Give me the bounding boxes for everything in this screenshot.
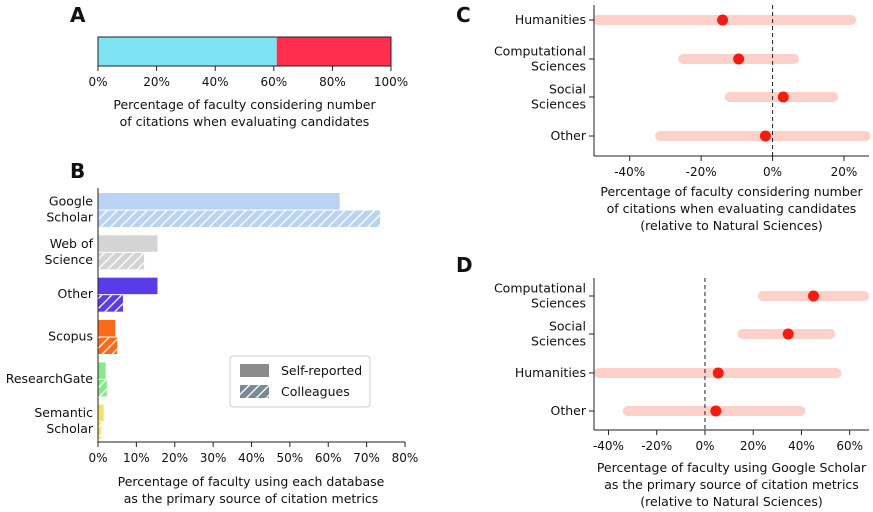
x-tick-label: 60% [836, 439, 863, 453]
category-label: Other [58, 286, 94, 301]
legend-swatch-colleagues-hatch [240, 385, 269, 398]
point-estimate [717, 14, 729, 26]
point-estimate [777, 91, 789, 103]
category-label: Computational [494, 44, 586, 59]
category-label: Computational [494, 281, 586, 296]
x-tick-label: 80% [392, 451, 419, 465]
bar-self-reported [98, 320, 116, 337]
bar-segment [276, 37, 391, 66]
category-label: Sciences [531, 334, 586, 349]
x-tick-label: 20% [143, 75, 170, 89]
category-label: Humanities [515, 12, 586, 27]
x-tick-label: 50% [277, 451, 304, 465]
x-tick-label: -40% [593, 439, 624, 453]
x-axis-label: (relative to Natural Sciences) [640, 494, 822, 509]
category-label: Scholar [46, 421, 94, 436]
x-axis-label: Percentage of faculty using each databas… [118, 474, 385, 489]
x-tick-label: 0% [763, 165, 782, 179]
x-tick-label: 0% [88, 75, 107, 89]
category-label: Sciences [531, 296, 586, 311]
bar-colleagues-hatch [98, 210, 381, 227]
x-tick-label: 60% [260, 75, 287, 89]
x-tick-label: -20% [686, 165, 717, 179]
bar-self-reported [98, 193, 340, 210]
panel-c-chart: HumanitiesComputationalSciencesSocialSci… [494, 5, 871, 233]
category-label: Web of [50, 236, 94, 251]
category-label: Humanities [515, 365, 586, 380]
legend-label-colleagues: Colleagues [281, 384, 350, 399]
x-tick-label: -20% [641, 439, 672, 453]
point-estimate [808, 290, 820, 302]
bar-colleagues-hatch [98, 252, 145, 270]
bar-self-reported [98, 235, 158, 252]
point-estimate [710, 405, 722, 417]
point-estimate [733, 53, 745, 65]
bar-segment [98, 37, 277, 66]
x-tick-label: 0% [695, 439, 714, 453]
category-label: Scopus [48, 329, 93, 344]
x-tick-label: 20% [161, 451, 188, 465]
x-tick-label: 40% [788, 439, 815, 453]
x-tick-label: 80% [319, 75, 346, 89]
x-axis-label: Percentage of faculty considering number [600, 184, 863, 199]
point-estimate [712, 367, 724, 379]
bar-self-reported [98, 404, 104, 422]
panel-letter-c: C [456, 3, 471, 27]
category-label: Other [551, 403, 587, 418]
x-tick-label: -40% [614, 165, 645, 179]
panel-d-chart: ComputationalSciencesSocialSciencesHuman… [494, 278, 870, 509]
bar-colleagues-hatch [98, 422, 102, 439]
x-axis-label: (relative to Natural Sciences) [640, 218, 822, 233]
x-tick-label: 20% [740, 439, 767, 453]
x-tick-label: 30% [200, 451, 227, 465]
x-tick-label: 10% [123, 451, 150, 465]
category-label: Science [45, 252, 94, 267]
point-estimate [759, 130, 771, 142]
x-axis-label: Percentage of faculty using Google Schol… [597, 460, 867, 475]
panel-a-chart: 0% 20% 40% 60% 80% 100% Percentage of faculty … [88, 36, 408, 129]
category-label: Scholar [46, 210, 94, 225]
category-label: Sciences [531, 59, 586, 74]
category-label: ResearchGate [6, 371, 94, 386]
panel-letter-a: A [70, 3, 86, 27]
x-axis-label: Percentage of faculty considering number [113, 97, 376, 112]
point-estimate [782, 328, 794, 340]
legend: Self-reported Colleagues [229, 355, 371, 408]
category-label: Sciences [531, 97, 586, 112]
legend-label-self: Self-reported [281, 363, 362, 378]
bar-colleagues-hatch [98, 295, 123, 312]
x-axis-label: of citations when evaluating candidates [120, 114, 370, 129]
bar-colleagues-hatch [98, 379, 107, 397]
category-label: Social [549, 82, 586, 97]
legend-swatch-self [240, 364, 269, 377]
x-axis-label: as the primary source of citation metric… [124, 491, 379, 506]
x-tick-label: 70% [353, 451, 380, 465]
bar-self-reported [98, 362, 106, 379]
x-tick-label: 100% [374, 75, 408, 89]
bar-colleagues-hatch [98, 337, 118, 354]
category-label: Google [49, 194, 93, 209]
category-label: Semantic [34, 405, 93, 420]
panel-letter-d: D [456, 253, 473, 277]
x-tick-label: 40% [202, 75, 229, 89]
category-label: Social [549, 319, 586, 334]
x-tick-label: 20% [831, 165, 858, 179]
x-tick-label: 60% [315, 451, 342, 465]
bar-self-reported [98, 277, 158, 295]
category-label: Other [551, 128, 587, 143]
x-axis-label: as the primary source of citation metric… [604, 477, 859, 492]
x-tick-label: 0% [88, 451, 107, 465]
panel-letter-b: B [70, 159, 85, 183]
x-tick-label: 40% [238, 451, 265, 465]
x-axis-label: of citations when evaluating candidates [607, 201, 857, 216]
